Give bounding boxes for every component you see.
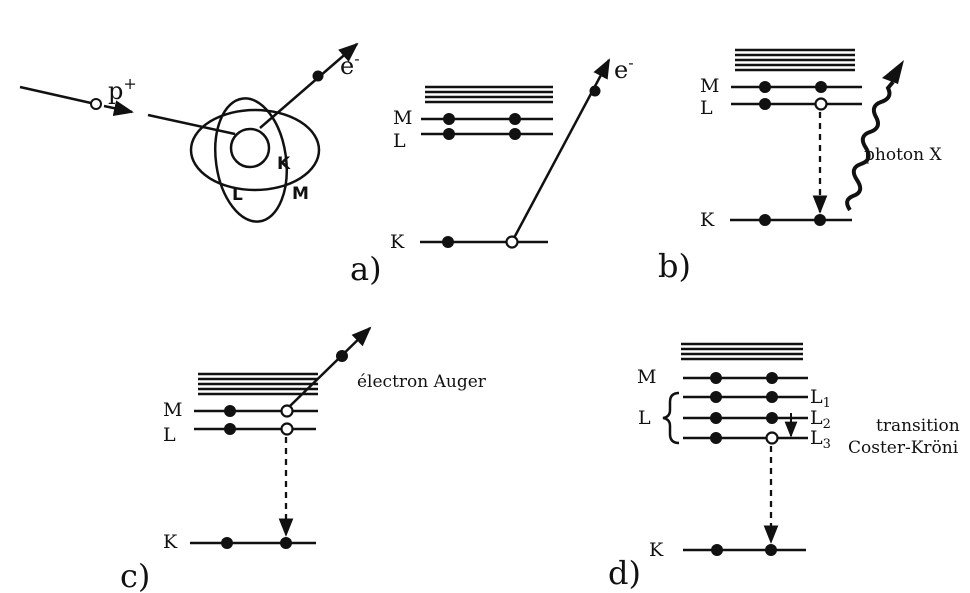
electron <box>710 391 722 403</box>
electron <box>443 113 455 125</box>
electron <box>711 544 723 556</box>
panel-label: a) <box>350 250 382 288</box>
sublevel-l3-label: L3 <box>810 427 831 452</box>
ejected-electron-path <box>259 42 359 129</box>
electron <box>766 372 778 384</box>
shell-m-label: M <box>292 184 309 204</box>
electron <box>765 544 777 556</box>
electron <box>815 81 827 93</box>
proton-label: p+ <box>108 74 137 105</box>
transition-label-line2: Coster-Kröni <box>848 438 959 458</box>
proton-path-2 <box>147 113 236 136</box>
l-subshell-brace <box>662 391 680 445</box>
proton-dash-1 <box>103 100 134 117</box>
transition-label-line1: transition <box>876 416 960 436</box>
level-m-label: M <box>700 75 719 97</box>
electron <box>443 128 455 140</box>
level-m-label: M <box>393 107 412 129</box>
auger-electron <box>336 350 348 362</box>
electron <box>224 423 236 435</box>
panel-b: M L K photon X b) <box>658 48 942 285</box>
electron <box>509 128 521 140</box>
electron <box>224 405 236 417</box>
level-m-label: M <box>637 366 656 388</box>
electron <box>280 537 292 549</box>
electron <box>442 236 454 248</box>
electron <box>766 412 778 424</box>
photon-arrowhead <box>882 60 904 84</box>
outer-levels <box>681 342 803 361</box>
electron <box>710 412 722 424</box>
atom-schematic: p+ K L M e- <box>19 42 360 223</box>
electron <box>221 537 233 549</box>
vacancy <box>280 404 294 418</box>
vacancy <box>505 235 519 249</box>
electron-label: e- <box>614 53 634 84</box>
electron <box>509 113 521 125</box>
electron <box>759 214 771 226</box>
auger-label: électron Auger <box>357 372 487 392</box>
outer-levels <box>735 48 855 72</box>
electron-label: e- <box>340 49 360 80</box>
shell-l-orbit <box>214 97 288 223</box>
ejected-electron <box>312 70 324 82</box>
level-l-label: L <box>700 97 713 119</box>
panel-d: M L K L1 L2 L3 transition Coster-Kröni d… <box>608 342 960 592</box>
level-l-label: L <box>163 424 176 446</box>
shell-k-label: K <box>277 154 291 174</box>
electron <box>766 391 778 403</box>
sublevel-l2-label: L2 <box>810 407 831 432</box>
shell-l-label: L <box>232 185 243 205</box>
sublevel-l1-label: L1 <box>810 386 831 411</box>
level-k-label: K <box>649 539 664 561</box>
electron <box>759 81 771 93</box>
electron <box>814 214 826 226</box>
outer-levels <box>198 372 318 396</box>
photon-wave <box>845 80 895 212</box>
level-k-label: K <box>390 231 405 253</box>
electron <box>710 432 722 444</box>
proton <box>90 98 102 110</box>
panel-a: M L K e- a) <box>350 53 634 288</box>
level-k-label: K <box>163 531 178 553</box>
level-l-label: L <box>638 407 651 429</box>
electron <box>710 372 722 384</box>
level-k-label: K <box>700 209 715 231</box>
vacancy <box>280 422 294 436</box>
auger-path <box>289 326 372 407</box>
panel-label: b) <box>658 247 691 285</box>
electron <box>759 98 771 110</box>
level-m-label: M <box>163 399 182 421</box>
vacancy <box>814 97 828 111</box>
photon-label: photon X <box>864 145 942 165</box>
ejected-electron <box>589 85 601 97</box>
shell-m-orbit <box>189 108 321 192</box>
level-l-label: L <box>393 130 406 152</box>
panel-c: M L K électron Auger c) <box>120 326 487 593</box>
panel-label: d) <box>608 554 641 592</box>
outer-levels <box>425 85 553 104</box>
panel-label: c) <box>120 557 150 593</box>
shell-k-orbit <box>229 127 271 169</box>
proton-path <box>19 85 92 105</box>
vacancy <box>765 431 779 445</box>
